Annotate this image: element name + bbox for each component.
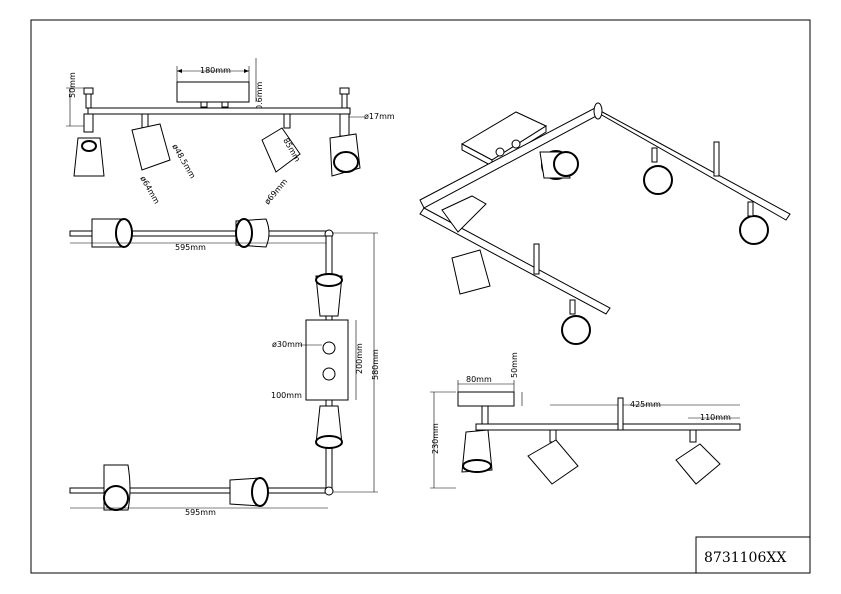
product-code-box (695, 536, 811, 574)
product-code: 8731106XX (704, 550, 786, 566)
isometric-view (419, 102, 791, 345)
dim-side-plate-width: 80mm (466, 375, 492, 384)
front-elevation-view: 180mm 0.6mm 50mm ø17mm ø48.5mm ø64mm 85m… (66, 58, 395, 206)
dim-plate-gap: 0.6mm (255, 81, 264, 110)
side-rod (475, 423, 741, 431)
dim-side-arm-length: 425mm (630, 400, 661, 409)
plan-view: 595mm ø30mm 100mm 200mm 580mm 595mm (69, 218, 380, 517)
dim-side-plate-depth: 50mm (510, 352, 519, 378)
dim-height: 50mm (68, 72, 77, 98)
dim-rod-diameter: ø17mm (364, 112, 395, 121)
side-elevation-view: 80mm 50mm 230mm 425mm 110mm (430, 352, 741, 489)
dim-hole-diameter: ø30mm (272, 340, 303, 349)
dim-plate-length: 180mm (200, 66, 231, 75)
dim-arm-length-top: 595mm (175, 243, 206, 252)
side-ceiling-plate (457, 391, 515, 407)
sheet-border (30, 19, 811, 574)
dim-plate-width: 100mm (271, 391, 302, 400)
plan-ceiling-plate (305, 319, 349, 401)
dim-shade-diameter-front: ø69mm (263, 177, 290, 206)
dim-plate-height: 200mm (355, 343, 364, 374)
ceiling-plate (176, 81, 250, 103)
spot-shade-angled-2 (261, 127, 301, 173)
dim-side-end-length: 110mm (700, 413, 731, 422)
dim-total-height: 580mm (371, 349, 380, 380)
dim-arm-length-bottom: 595mm (185, 508, 216, 517)
iso-arm-right (594, 107, 791, 221)
dim-shade-diameter-small: ø48.5mm (170, 143, 197, 181)
main-rod (87, 107, 351, 115)
spot-shade-angled-1 (131, 123, 171, 171)
dim-shade-diameter-large: ø64mm (138, 175, 161, 206)
dim-side-height: 230mm (431, 423, 440, 454)
iso-arm-lower (419, 207, 611, 315)
